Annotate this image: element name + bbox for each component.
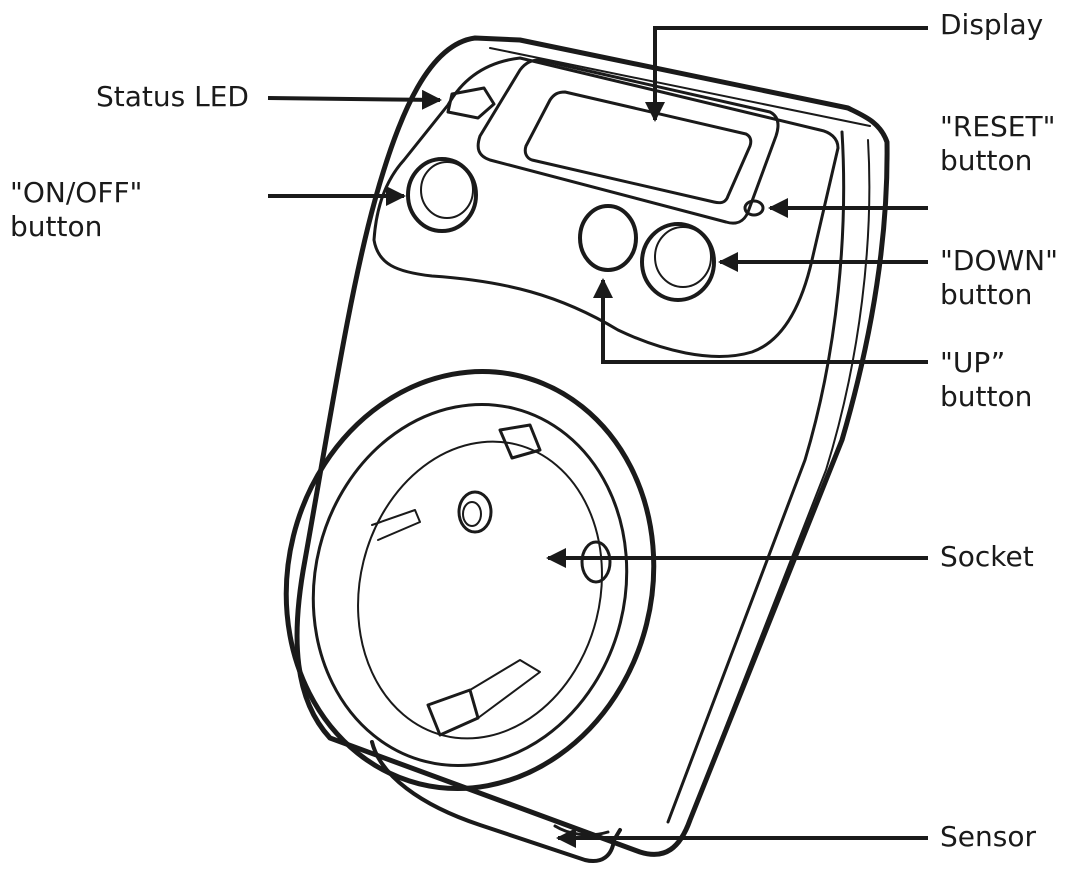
onoff-button-label: "ON/OFF" button: [10, 176, 143, 243]
display-bezel: [476, 58, 780, 225]
down-button-shape: [640, 222, 716, 302]
housing-side-edge-inner: [689, 139, 871, 819]
onoff-button-shape: [406, 157, 478, 233]
socket-pin-hole-top: [457, 490, 493, 534]
housing-outline: [294, 35, 890, 857]
up-button-label: "UP” button: [940, 346, 1033, 413]
display-label: Display: [940, 8, 1044, 41]
status-led-shape: [446, 86, 496, 120]
socket-ring: [311, 402, 629, 768]
socket-inner: [357, 440, 603, 740]
sensor-label: Sensor: [940, 820, 1036, 853]
housing-top-edge: [489, 47, 871, 127]
housing-side-edge: [666, 130, 846, 824]
down-button-label: "DOWN" button: [940, 244, 1058, 311]
socket-label: Socket: [940, 540, 1034, 573]
control-panel: [372, 56, 840, 358]
leader-status-led: [267, 89, 442, 110]
socket-ground-clip-bottom: [426, 688, 480, 737]
leader-display: [645, 26, 928, 122]
up-button-shape: [578, 204, 638, 272]
reset-button-shape: [743, 199, 765, 217]
socket-outer: [283, 369, 657, 791]
status-led-label: Status LED: [96, 80, 249, 113]
leader-up: [593, 278, 928, 364]
display-screen: [523, 90, 753, 205]
reset-button-label: "RESET" button: [940, 110, 1056, 177]
socket-pin-hole-right: [580, 540, 612, 584]
socket-ground-clip-top: [498, 423, 542, 460]
sensor-body: [370, 740, 622, 863]
